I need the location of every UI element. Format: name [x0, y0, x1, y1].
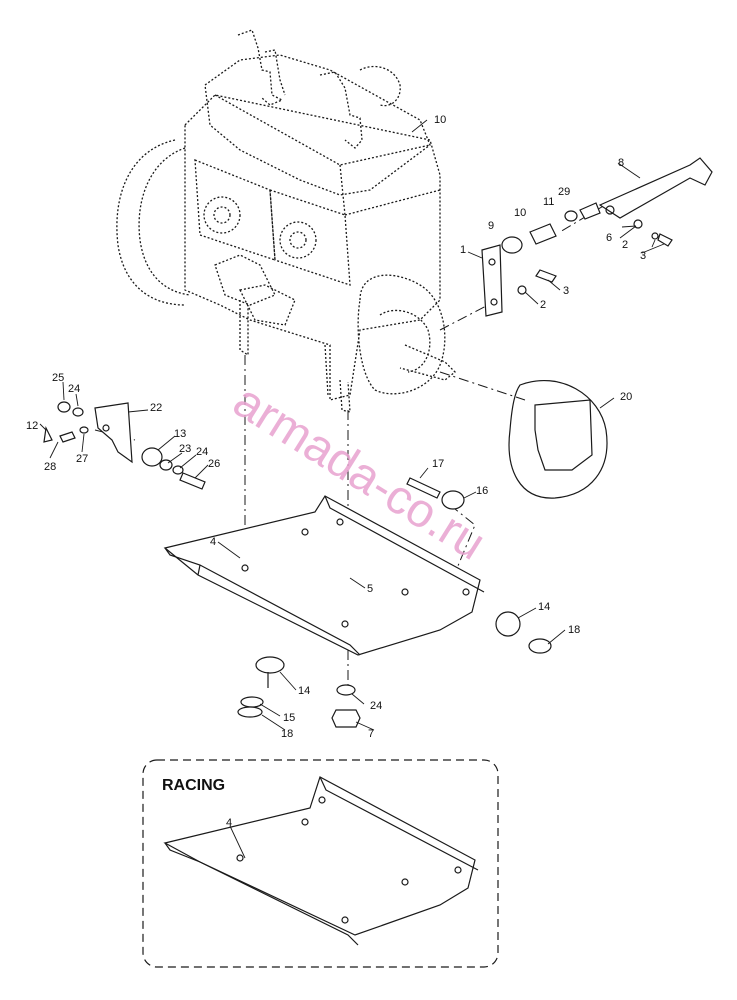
callout-13: 12: [26, 420, 38, 432]
callout-3-upper: 3: [640, 250, 646, 262]
callout-7: 7: [368, 728, 374, 740]
callout-24-lower: 24: [370, 700, 382, 712]
callout-18-right: 18: [568, 624, 580, 636]
callout-16: 16: [476, 485, 488, 497]
callout-15: 15: [283, 712, 295, 724]
callout-14-lower: 14: [298, 685, 310, 697]
racing-label: RACING: [162, 777, 225, 794]
callout-28: 28: [44, 461, 56, 473]
callout-14-right: 14: [538, 601, 550, 613]
callout-2-upper: 2: [622, 239, 628, 251]
callout-24-left: 24: [196, 446, 208, 458]
fasteners: [237, 219, 673, 728]
callout-9: 9: [488, 220, 494, 232]
callout-11: 11: [543, 196, 554, 208]
bracket-22: [43, 401, 206, 490]
skid-plate-4: [163, 495, 485, 656]
callout-2-lower: 2: [540, 299, 546, 311]
callout-17: 17: [432, 458, 444, 470]
shaft-assembly: [501, 202, 601, 254]
arm-bracket-8: [598, 157, 713, 219]
callout-24-top: 24: [68, 383, 80, 395]
callout-14-left: 13: [174, 428, 186, 440]
callout-1: 1: [460, 244, 466, 256]
pulley-plate-20: [508, 380, 608, 499]
callout-20: 20: [620, 391, 632, 403]
callout-18-lower: 18: [281, 728, 293, 740]
callout-10: 10: [514, 207, 526, 219]
engine-outline: [116, 29, 456, 413]
callout-29: 29: [558, 186, 570, 198]
callout-8: 8: [618, 157, 624, 169]
callout-4: 4: [210, 536, 216, 548]
callout-3-lower: 3: [563, 285, 569, 297]
callout-25: 25: [52, 372, 64, 384]
callout-numbers: 10 1 2 3 9 10 11 29 8 6 2 3 20 4 5 7 24 …: [26, 114, 646, 829]
racing-inset: [142, 759, 499, 968]
callout-23: 23: [179, 443, 191, 455]
callout-5: 5: [367, 583, 373, 595]
callout-27: 27: [76, 453, 88, 465]
callout-12: 10: [434, 114, 446, 126]
callout-26: 26: [208, 458, 220, 470]
callout-4-racing: 4: [226, 817, 232, 829]
leader-lines: [39, 119, 665, 859]
callout-22: 22: [150, 402, 162, 414]
bracket-1: [481, 244, 503, 317]
callout-6: 6: [606, 232, 612, 244]
